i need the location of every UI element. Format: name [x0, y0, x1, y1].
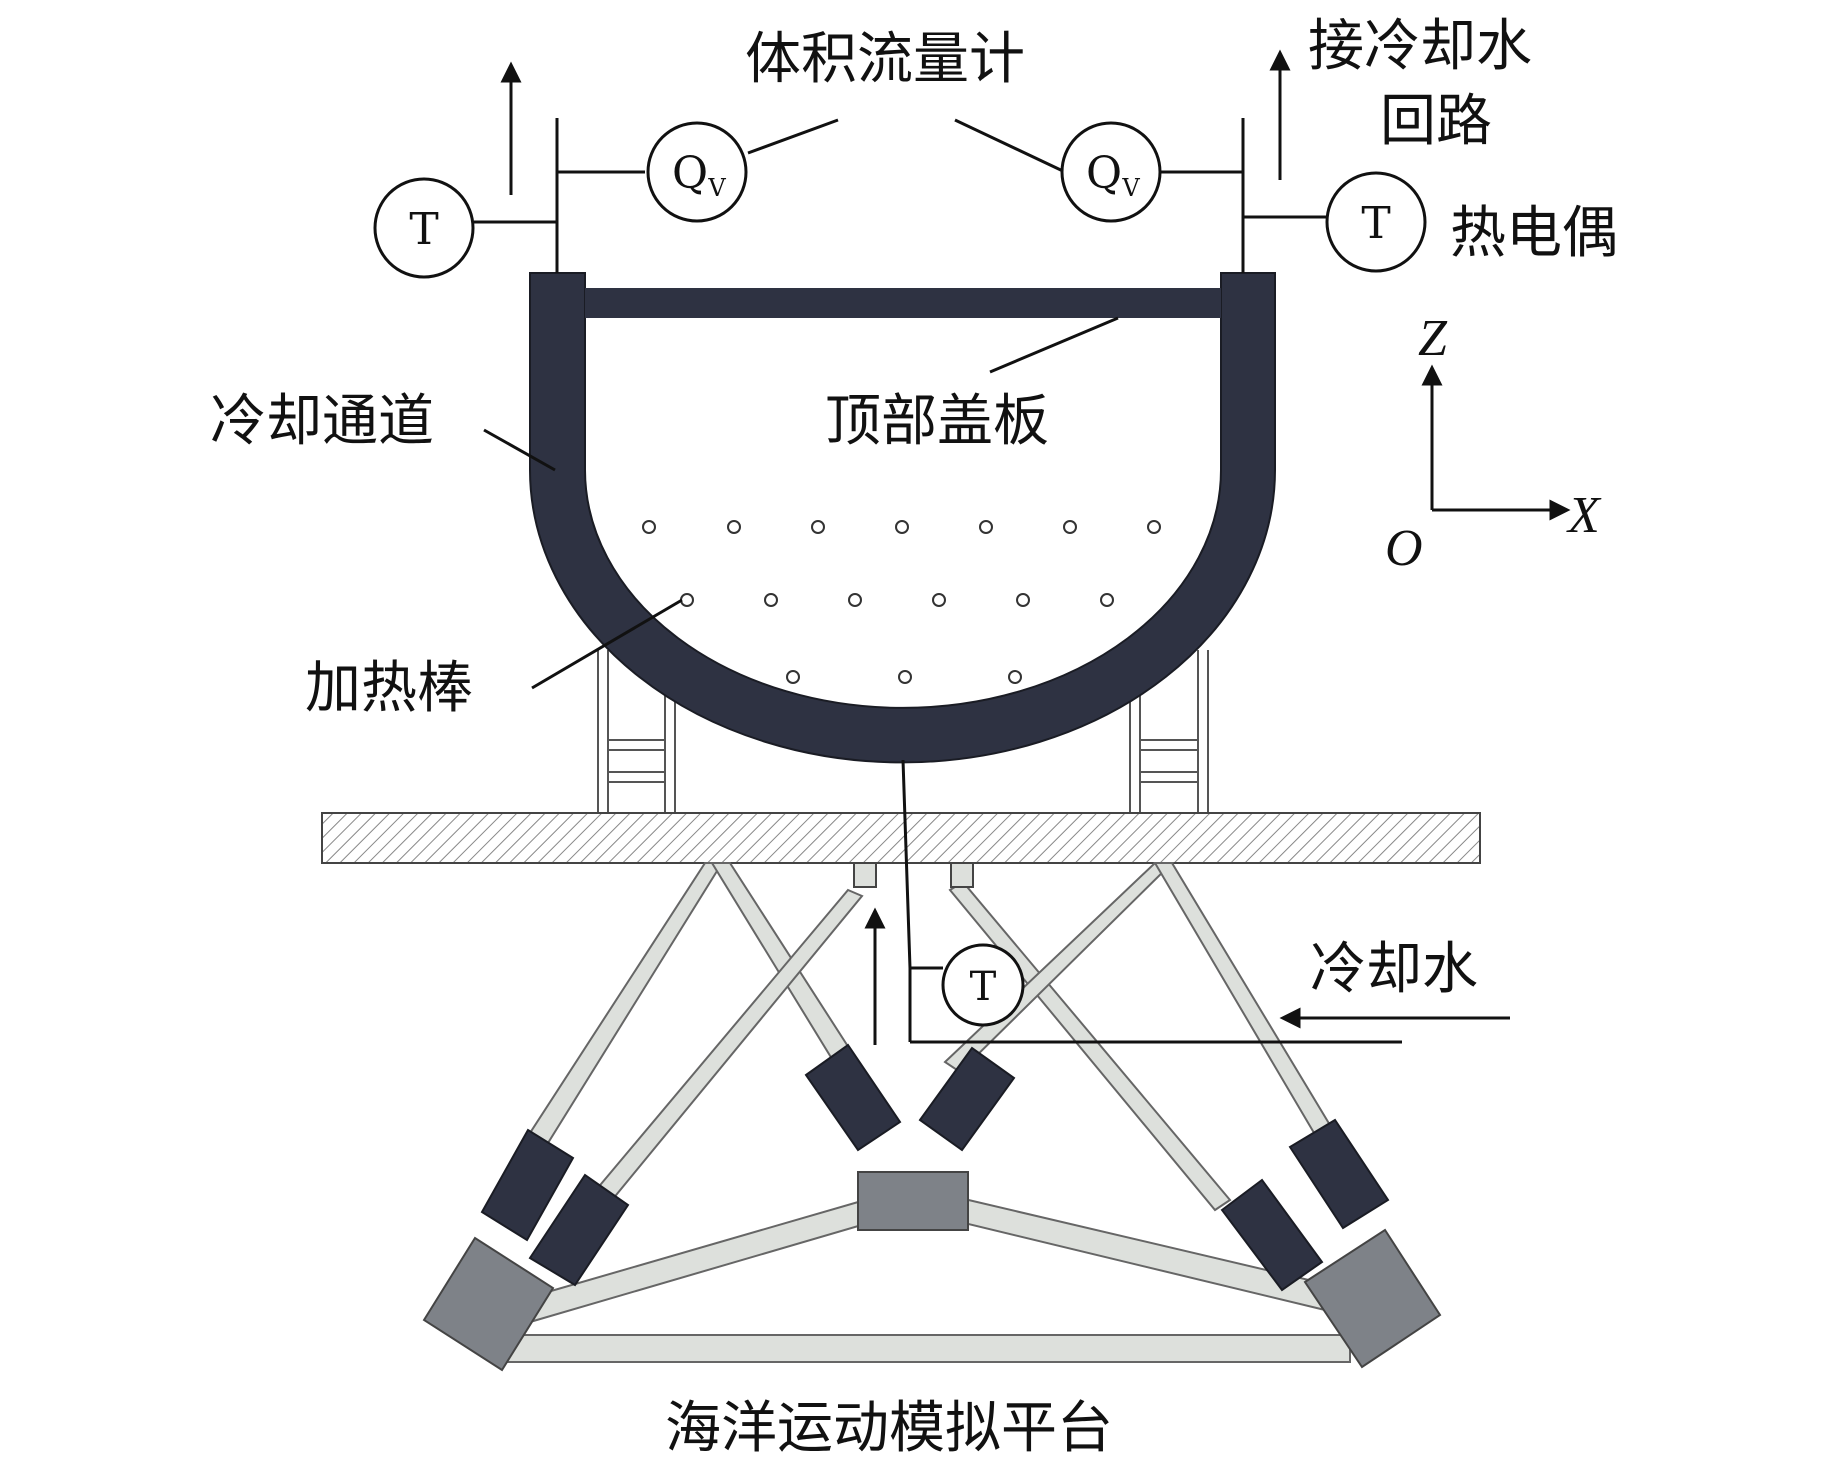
- cooling-return-label-line1: 接冷却水: [1308, 14, 1532, 79]
- hexapod-actuators: [480, 1043, 1390, 1292]
- svg-text:V: V: [1121, 174, 1140, 202]
- coordinate-axes: [1421, 364, 1571, 521]
- top-cover-plate: [585, 288, 1221, 318]
- cooling-channel-label: 冷却通道: [210, 389, 434, 454]
- svg-text:T: T: [1361, 198, 1390, 249]
- heater-rod-label: 加热棒: [305, 656, 473, 721]
- axis-origin-label: O: [1385, 520, 1423, 577]
- left-support-legs: [597, 650, 676, 812]
- svg-text:V: V: [707, 174, 726, 202]
- thermocouple-label: 热电偶: [1450, 201, 1618, 266]
- cooling-channel-wall: [529, 272, 1276, 764]
- left-flowmeter: Q V: [646, 121, 748, 223]
- cooling-return-label-line2: 回路: [1380, 89, 1492, 154]
- right-support-legs: [1129, 650, 1209, 812]
- axis-z-label: Z: [1418, 310, 1448, 367]
- cooling-water-label: 冷却水: [1310, 937, 1478, 1002]
- platform-label: 海洋运动模拟平台: [665, 1396, 1113, 1460]
- base-plate: [321, 812, 1481, 864]
- hexapod-joints: [422, 862, 1442, 1372]
- svg-text:T: T: [409, 204, 438, 255]
- axis-x-label: X: [1566, 487, 1602, 544]
- svg-text:T: T: [970, 964, 997, 1010]
- left-thermocouple: T: [373, 177, 475, 279]
- flow-arrows: [500, 49, 1510, 1045]
- right-thermocouple: T: [1325, 171, 1427, 273]
- hexapod-struts: [499, 862, 1351, 1363]
- bottom-thermocouple: T: [941, 943, 1025, 1027]
- piping-lines: [474, 118, 1402, 1044]
- heater-rods: [642, 520, 1161, 684]
- svg-text:Q: Q: [672, 148, 708, 199]
- svg-text:Q: Q: [1086, 148, 1122, 199]
- top-cover-label: 顶部盖板: [825, 389, 1049, 454]
- right-flowmeter: Q V: [1060, 121, 1162, 223]
- flowmeter-label: 体积流量计: [745, 27, 1025, 92]
